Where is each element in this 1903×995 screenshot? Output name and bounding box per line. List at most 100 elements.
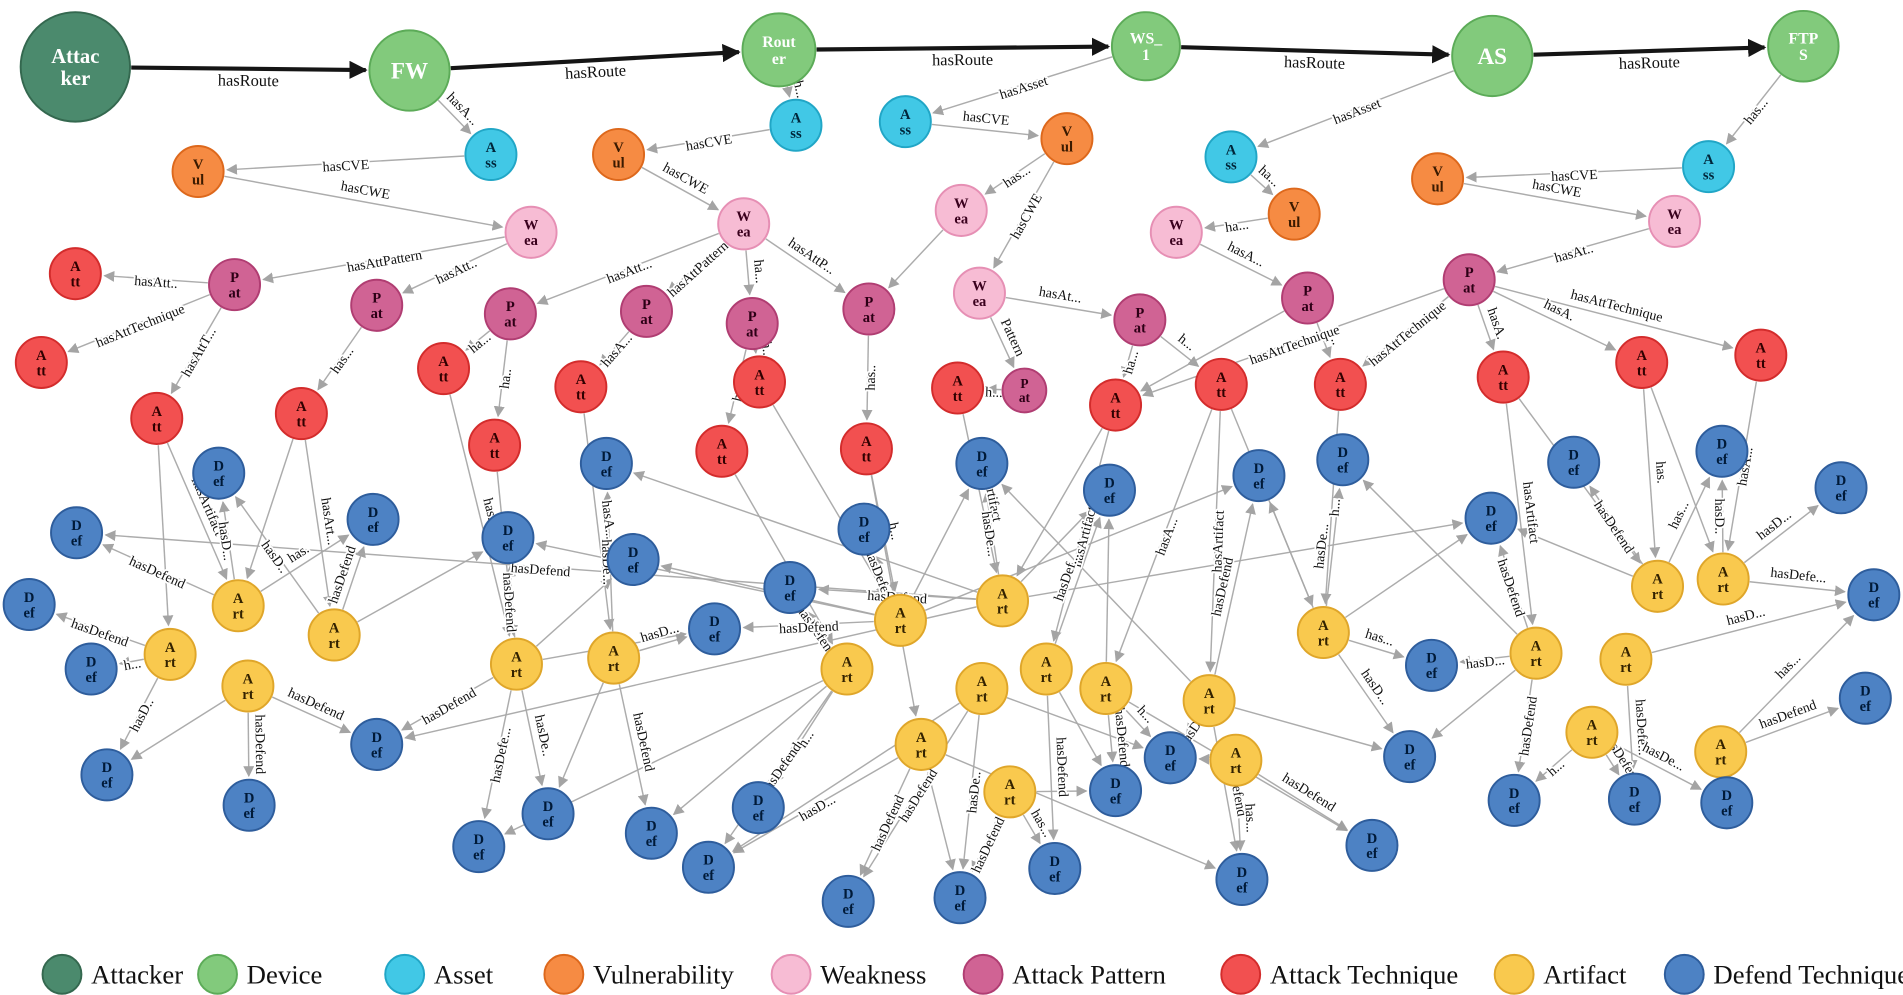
edge	[1651, 599, 1847, 654]
node-def16: Def	[688, 602, 742, 656]
node-att17: Att	[1734, 328, 1788, 382]
edge	[1205, 411, 1221, 673]
node-vul4: Vul	[1267, 187, 1321, 241]
route-edge	[131, 60, 368, 80]
node-label: P	[372, 291, 381, 307]
node-def20: Def	[837, 502, 891, 556]
node-def28: Def	[1232, 449, 1286, 503]
attack_technique-circle	[1615, 335, 1669, 389]
node-label: ea	[737, 225, 751, 241]
node-label: ef	[646, 834, 657, 850]
node-def7: Def	[346, 492, 400, 546]
legend-label: Device	[247, 959, 323, 989]
defend_technique-circle	[1345, 818, 1399, 872]
node-label: W	[1169, 218, 1184, 234]
edge-label: hasD..	[1711, 498, 1726, 534]
node-def33: Def	[1464, 491, 1518, 545]
edge	[226, 155, 465, 175]
legend-label: Attacker	[91, 959, 183, 989]
edge	[1036, 785, 1088, 797]
node-ass1: Ass	[464, 127, 518, 181]
node-label: rt	[608, 659, 619, 675]
edge-label: ha...	[1121, 349, 1142, 376]
edge	[1615, 744, 1702, 790]
node-label: ss	[1703, 167, 1715, 183]
defend_technique-circle	[481, 511, 535, 565]
node-def19: Def	[821, 874, 875, 928]
node-label: at	[228, 285, 240, 301]
node-label: rt	[233, 607, 244, 623]
node-label: ef	[1165, 759, 1176, 775]
node-def40: Def	[1847, 568, 1901, 622]
defend_technique-circle	[681, 840, 735, 894]
node-label: A	[243, 671, 254, 687]
edge	[888, 229, 944, 289]
node-label: D	[503, 523, 514, 539]
node-label: D	[709, 614, 720, 630]
attack_technique-legend-swatch	[1220, 953, 1262, 995]
edge	[1749, 581, 1846, 597]
node-as: AS	[1451, 14, 1534, 98]
edge-label: hasDefend	[420, 686, 479, 729]
defend_technique-circle	[1082, 463, 1136, 517]
node-art3: Art	[221, 659, 275, 713]
node-label: ef	[843, 902, 854, 918]
node-art13: Art	[894, 717, 948, 771]
edge	[1605, 754, 1620, 776]
node-art23: Art	[1694, 725, 1748, 779]
node-label: D	[1629, 785, 1640, 801]
edge-label: hasD...	[1754, 508, 1794, 544]
node-label: ss	[790, 126, 802, 142]
node-label: D	[646, 819, 657, 835]
edge	[260, 534, 350, 592]
node-def6: Def	[222, 778, 276, 832]
attack_technique-circle	[1313, 357, 1367, 411]
node-label: A	[1226, 142, 1237, 158]
node-def27: Def	[1215, 852, 1269, 906]
node-label: tt	[1637, 363, 1647, 379]
node-att6: Att	[554, 360, 608, 414]
node-art15: Art	[1182, 674, 1236, 728]
weakness-circle	[504, 205, 558, 259]
edge-label: hasDe..	[965, 771, 984, 814]
node-def22: Def	[955, 436, 1009, 490]
edge	[1535, 749, 1573, 782]
edge-label: hasRoute	[564, 60, 626, 82]
edge	[1642, 389, 1661, 559]
weakness-legend-swatch	[770, 953, 812, 995]
artifact-circle	[1696, 552, 1750, 606]
edge	[1006, 697, 1144, 750]
edge	[1465, 167, 1682, 183]
artifact-circle	[1019, 642, 1073, 696]
node-label: at	[863, 310, 875, 326]
node-label: rt	[1041, 670, 1052, 686]
device-circle	[368, 29, 451, 112]
node-label: A	[438, 354, 449, 370]
vulnerability-circle	[171, 144, 225, 199]
node-label: A	[233, 591, 244, 607]
device-circle	[741, 12, 817, 88]
node-label: ef	[753, 809, 764, 825]
node-label: tt	[152, 419, 162, 435]
node-label: A	[296, 399, 307, 415]
node-label: D	[628, 545, 639, 561]
edge	[1362, 479, 1518, 635]
node-label: at	[371, 306, 383, 322]
node-label: ef	[1366, 846, 1377, 862]
node-label: ef	[601, 464, 612, 480]
legend-item-defend_technique: Defend Technique	[1663, 953, 1903, 995]
edge	[317, 326, 363, 391]
node-label: tt	[297, 414, 307, 430]
edge-label: hasDefend	[1590, 498, 1636, 556]
edge	[765, 238, 846, 294]
node-def9: Def	[452, 820, 506, 874]
node-label: A	[1531, 639, 1542, 655]
edge	[734, 474, 834, 645]
node-def32: Def	[1405, 638, 1458, 692]
edge	[401, 676, 494, 731]
vulnerability-circle	[1267, 187, 1321, 241]
node-ws1: WS_1	[1110, 11, 1181, 82]
edge-label: has...	[1666, 499, 1692, 532]
edge	[1022, 814, 1041, 845]
edge-label: hasCVE	[1551, 168, 1598, 185]
